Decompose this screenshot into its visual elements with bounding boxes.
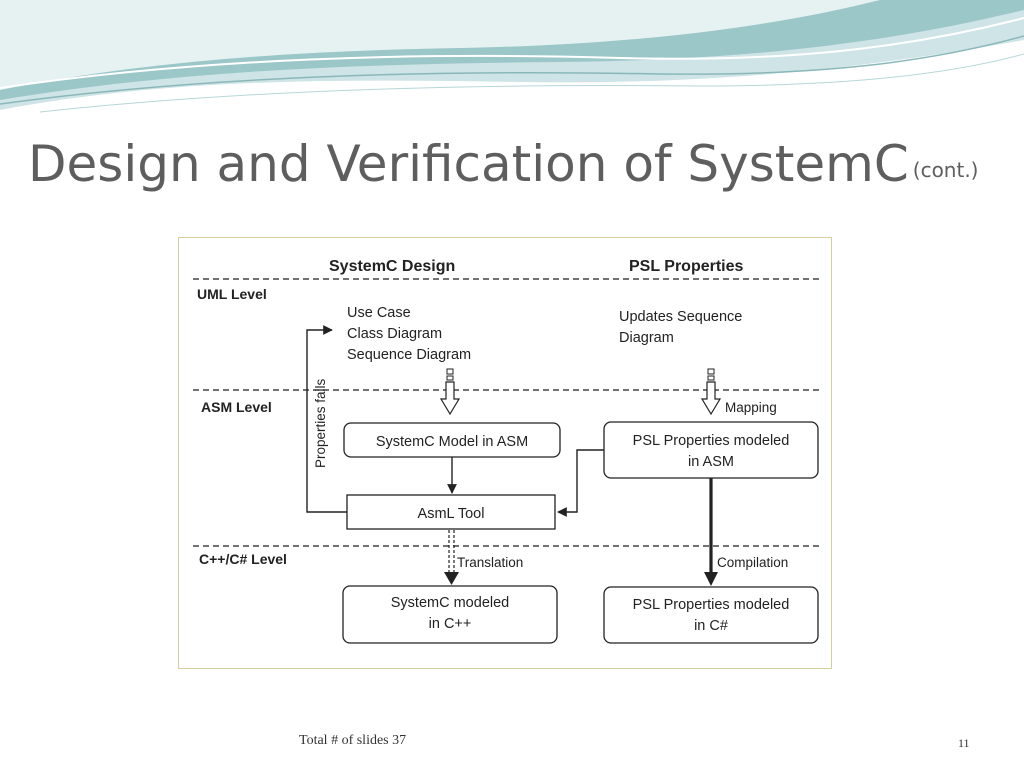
box-asml-tool [346, 494, 556, 530]
arrow-compilation-head-icon [704, 572, 718, 586]
hollow-arrow-design-icon [439, 368, 461, 416]
column-header-psl-properties: PSL Properties [629, 258, 744, 275]
box-systemc-cpp-label-line2: in C++ [429, 616, 472, 632]
level-label-asm: ASM Level [201, 399, 272, 415]
hollow-arrow-psl-icon [700, 368, 722, 416]
footer-total-slides: Total # of slides 37 [299, 733, 407, 748]
box-psl-asm-label-line1: PSL Properties modeled [633, 433, 790, 449]
box-psl-cs [603, 586, 819, 644]
level-label-uml: UML Level [197, 286, 267, 302]
arrow-properties-fails-loop [306, 325, 347, 513]
arrow-translation [444, 530, 459, 585]
box-psl-cs-label-line2: in C# [694, 618, 728, 634]
column-header-systemc-design: SystemC Design [329, 258, 455, 275]
arrow-psl-to-tool [557, 449, 604, 517]
box-systemc-model-asm-label: SystemC Model in ASM [376, 434, 528, 450]
arrow-label-mapping: Mapping [725, 400, 777, 415]
slide-title-suffix: (cont.) [912, 158, 979, 182]
box-systemc-cpp [342, 585, 558, 644]
uml-design-sequence-diagram: Sequence Diagram [347, 347, 471, 363]
diagram-frame: SystemC Design PSL Properties UML Level … [178, 237, 832, 669]
arrow-label-compilation: Compilation [717, 555, 788, 570]
level-label-cpp: C++/C# Level [199, 551, 287, 567]
box-psl-cs-label-line1: PSL Properties modeled [633, 597, 790, 613]
uml-design-use-case: Use Case [347, 305, 411, 321]
header-wave-decoration [0, 0, 1024, 113]
arrow-label-translation: Translation [457, 555, 523, 570]
uml-psl-updates-sequence: Updates Sequence [619, 309, 742, 325]
box-asml-tool-label: AsmL Tool [418, 506, 485, 522]
uml-design-class-diagram: Class Diagram [347, 326, 442, 342]
box-systemc-cpp-label-line1: SystemC modeled [391, 595, 509, 611]
footer-page-number: 11 [958, 736, 970, 750]
box-psl-asm-label-line2: in ASM [688, 454, 734, 470]
slide-title: Design and Verification of SystemC(cont.… [28, 135, 978, 193]
systemc-flow-diagram: SystemC Design PSL Properties UML Level … [193, 258, 821, 644]
arrow-label-properties-fails: Properties fails [313, 378, 328, 468]
slide-title-text: Design and Verification of SystemC [28, 135, 909, 193]
uml-psl-diagram: Diagram [619, 330, 674, 346]
